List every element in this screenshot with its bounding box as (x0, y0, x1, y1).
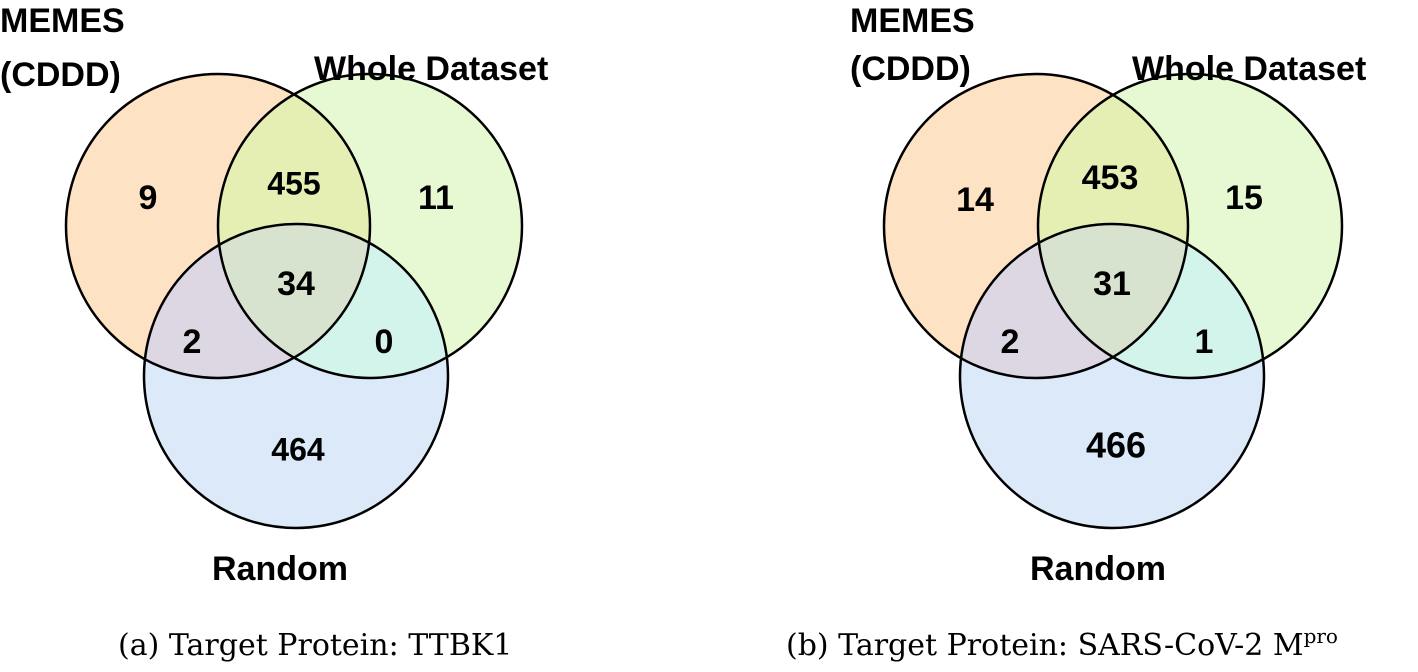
whole-circle-outline (216, 72, 524, 380)
count-memes-whole: 453 (1082, 159, 1139, 197)
caption-a: (a) Target Protein: TTBK1 (118, 628, 512, 663)
caption-b-superscript: pro (1304, 624, 1338, 648)
whole-label: Whole Dataset (1132, 50, 1366, 88)
count-whole-only: 11 (418, 179, 454, 217)
count-memes-random: 2 (1001, 323, 1020, 361)
count-all: 34 (277, 265, 315, 303)
venn-panel-b: MEMES (CDDD) Whole Dataset Random 14 453… (786, 2, 1366, 663)
count-whole-only: 15 (1225, 179, 1263, 217)
count-random-only: 466 (1086, 425, 1146, 466)
random-label: Random (1030, 550, 1166, 588)
memes-circle-outline (882, 72, 1190, 380)
memes-circle-outline (64, 72, 372, 380)
memes-label-line2: (CDDD) (0, 56, 121, 94)
memes-label-line1: MEMES (850, 2, 975, 40)
random-circle-outline (958, 222, 1266, 530)
count-memes-whole: 455 (267, 165, 320, 201)
count-whole-random: 0 (375, 323, 394, 361)
count-whole-random: 1 (1195, 323, 1214, 361)
caption-b: (b) Target Protein: SARS-CoV-2 Mpro (786, 624, 1338, 663)
random-label: Random (212, 550, 348, 588)
count-memes-only: 9 (139, 179, 158, 217)
count-memes-only: 14 (956, 181, 994, 219)
count-memes-random: 2 (183, 323, 202, 361)
random-circle-outline (142, 222, 450, 530)
count-all: 31 (1093, 265, 1131, 303)
whole-circle-outline (1036, 72, 1344, 380)
count-random-only: 464 (271, 431, 325, 467)
memes-label-line1: MEMES (0, 2, 125, 40)
memes-label-line2: (CDDD) (850, 50, 971, 88)
whole-label: Whole Dataset (314, 50, 548, 88)
venn-panel-a: MEMES (CDDD) Whole Dataset Random 9 455 … (0, 2, 548, 663)
